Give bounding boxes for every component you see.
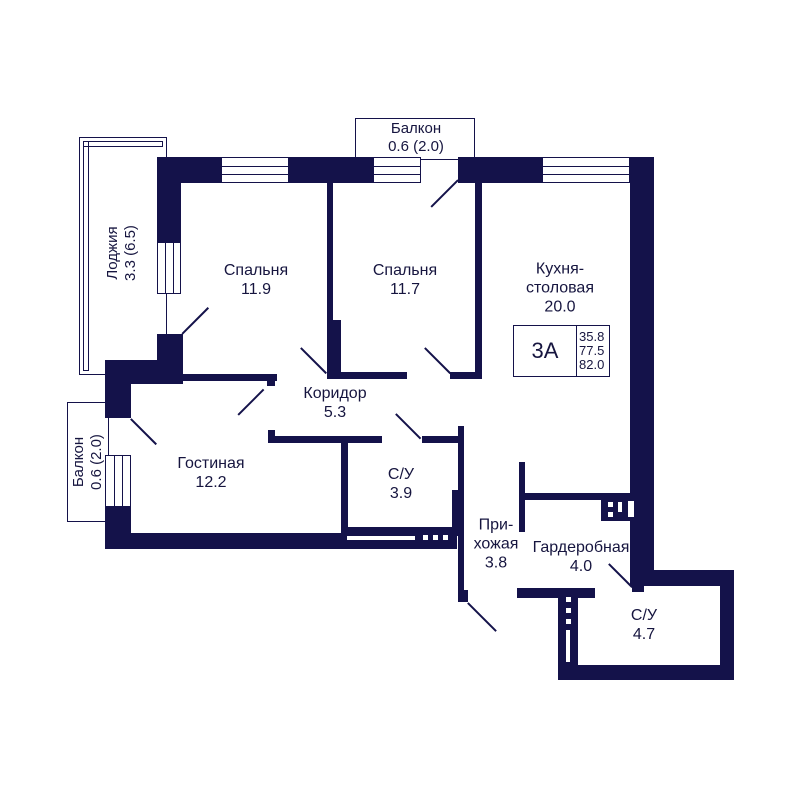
window (105, 455, 131, 507)
door-swing (395, 413, 422, 440)
room-label-hallway: При- хожая 3.8 (473, 516, 519, 572)
door-swing (300, 347, 327, 374)
window (157, 242, 181, 294)
wall-opening (347, 536, 415, 540)
wall (458, 157, 542, 183)
vent (608, 502, 613, 507)
wall (519, 493, 632, 500)
total-area-with-balconies: 82.0 (579, 357, 605, 372)
wall (458, 590, 468, 602)
room-label-corridor: Коридор 5.3 (303, 385, 367, 421)
loggia-railing-top (83, 141, 163, 147)
room-label-bedroom-1: Спальня 11.9 (223, 262, 289, 298)
wall-opening (566, 630, 570, 662)
door-swing (467, 602, 497, 632)
wall (475, 183, 482, 379)
door-swing (237, 388, 264, 416)
room-label-living-room: Гостиная 12.2 (177, 455, 245, 491)
wall (558, 665, 734, 680)
vent (618, 502, 622, 512)
apartment-areas: 35.8 77.5 82.0 (577, 326, 609, 376)
wall (289, 157, 373, 183)
wall (720, 570, 734, 680)
wall (327, 320, 341, 379)
wall (452, 490, 464, 536)
living-area: 35.8 (579, 329, 605, 344)
total-area: 77.5 (579, 343, 605, 358)
room-label-bathroom-1: С/У 3.9 (387, 466, 415, 502)
vent (628, 501, 634, 517)
wall (157, 157, 181, 242)
window (542, 157, 630, 183)
vent (566, 619, 571, 624)
wall (327, 372, 407, 379)
wall (267, 374, 275, 386)
wall (450, 372, 482, 379)
wall (341, 436, 348, 536)
vent (566, 608, 571, 613)
room-label-balcony-left: Балкон 0.6 (2.0) (70, 434, 105, 490)
apartment-type: 3А (514, 326, 577, 376)
vent (433, 535, 438, 540)
wall (268, 436, 382, 443)
wall (105, 533, 345, 549)
door-swing (130, 418, 157, 445)
apartment-badge: 3А 35.8 77.5 82.0 (513, 325, 610, 377)
vent (608, 512, 613, 517)
loggia-railing-inner (83, 141, 89, 371)
room-label-bathroom-2: С/У 4.7 (630, 607, 658, 643)
room-label-kitchen: Кухня- столовая 20.0 (526, 260, 594, 316)
room-label-balcony-top: Балкон 0.6 (2.0) (388, 120, 444, 155)
vent (423, 535, 428, 540)
wall (630, 570, 734, 586)
wall (517, 588, 595, 598)
wall (327, 183, 333, 379)
wall (422, 436, 464, 443)
vent (566, 597, 571, 602)
wall (632, 580, 644, 592)
wall (183, 374, 277, 381)
room-label-bedroom-2: Спальня 11.7 (372, 262, 438, 298)
room-label-loggia: Лоджия 3.3 (6.5) (104, 225, 139, 281)
vent (443, 535, 448, 540)
room-label-wardrobe: Гардеробная 4.0 (532, 539, 630, 575)
window (221, 157, 289, 183)
door-swing (430, 179, 459, 208)
window (373, 157, 421, 183)
door-swing (424, 347, 451, 374)
door-swing (181, 307, 209, 335)
wall (105, 360, 131, 418)
